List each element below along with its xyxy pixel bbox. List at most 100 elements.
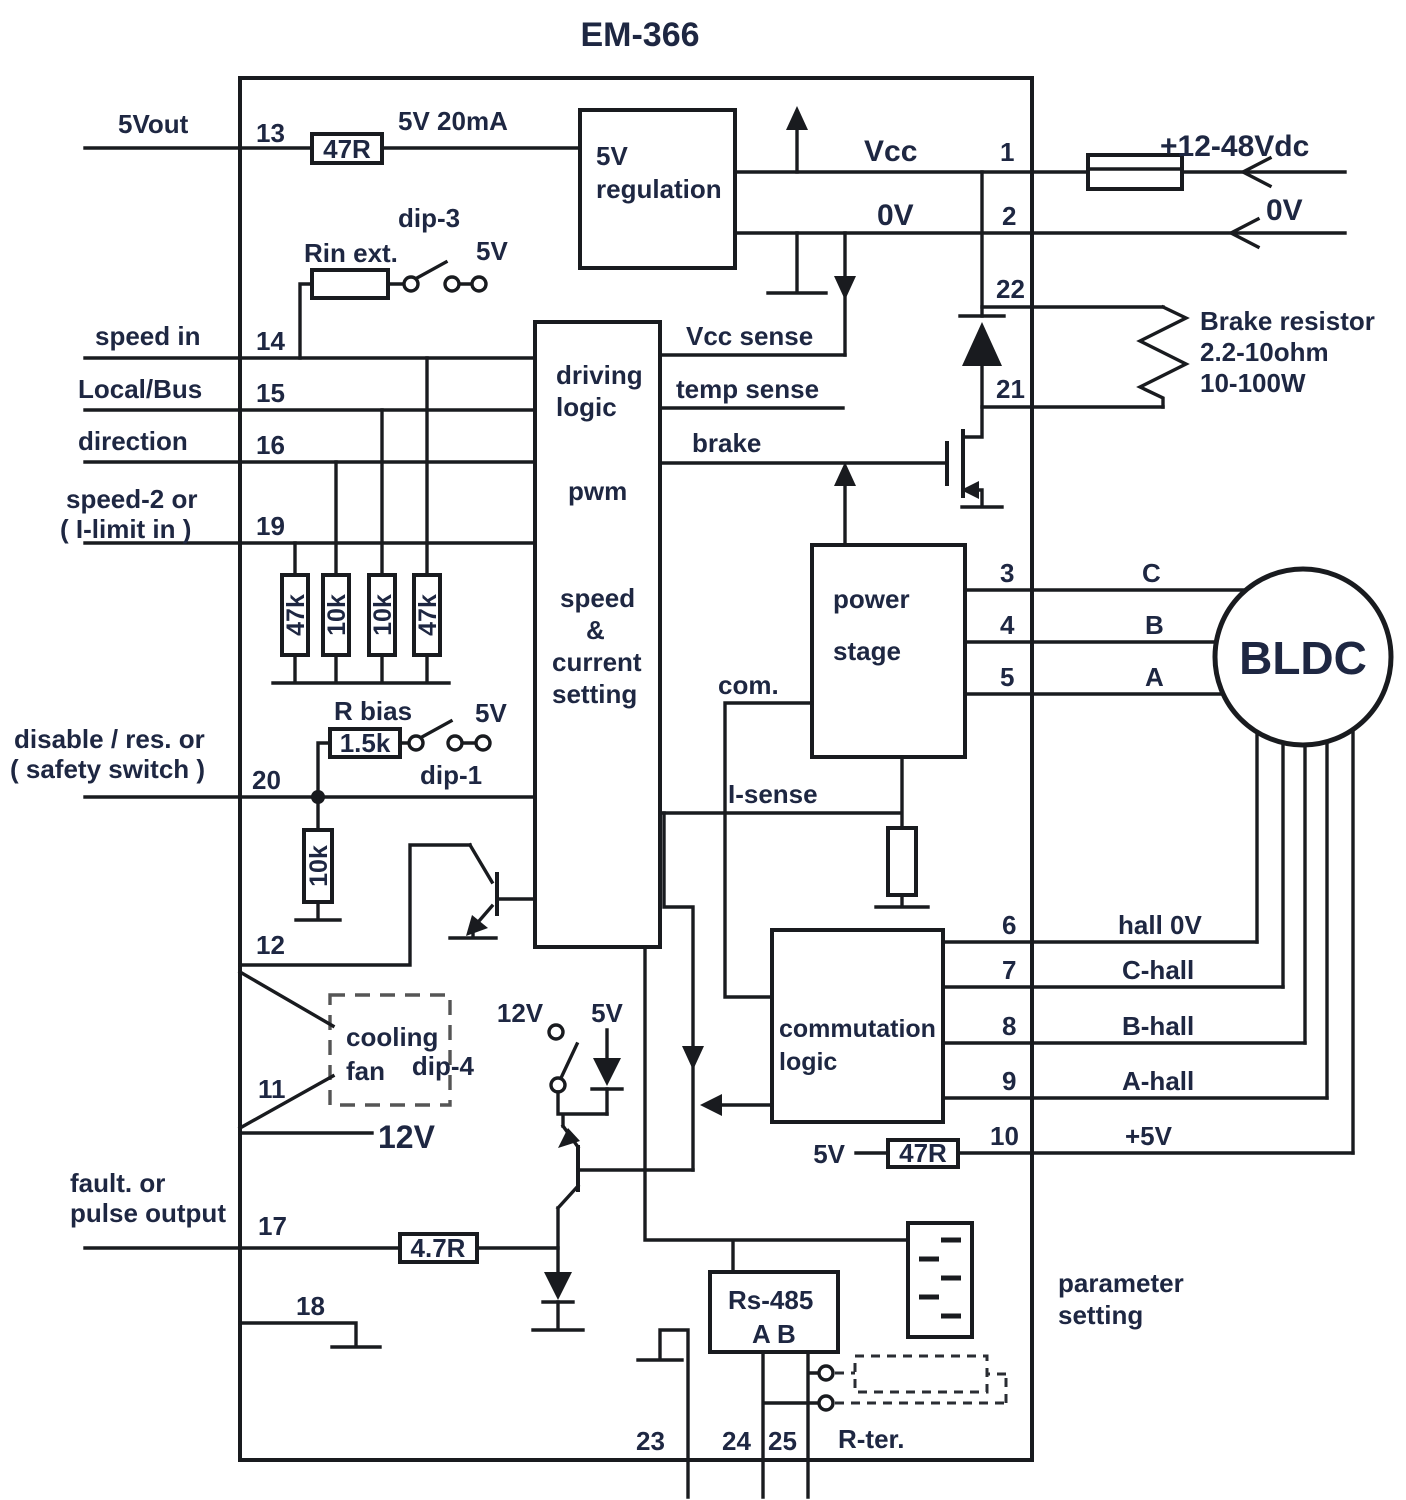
- label-hall-p5v: +5V: [1125, 1121, 1173, 1151]
- pin-16: 16: [256, 430, 285, 460]
- driving-logic-line1: driving: [556, 360, 643, 390]
- pin-24: 24: [722, 1426, 751, 1456]
- wire-diode-to-mosfet: [961, 364, 984, 439]
- block-commutation-line1: commutation: [779, 1015, 936, 1043]
- pin-15: 15: [256, 378, 285, 408]
- pin-3: 3: [1000, 558, 1014, 588]
- out-transistor-lower: [531, 1183, 585, 1332]
- pin-19: 19: [256, 511, 285, 541]
- block-power-stage-line1: power: [833, 584, 910, 614]
- dip3-contact-2: [443, 275, 461, 293]
- wire-r20-ground: [294, 795, 342, 922]
- power-section: power stage 3 4 5 C B A BLDC I-sense com…: [660, 462, 1394, 1155]
- label-vdc: +12-48Vdc: [1160, 130, 1309, 163]
- label-temp-sense: temp sense: [676, 374, 819, 404]
- bldc-motor: [1212, 566, 1394, 748]
- dip4-lever-icon: [558, 1041, 580, 1081]
- label-i-sense: I-sense: [728, 779, 818, 809]
- brake-resistor-zigzag-icon: [1136, 304, 1190, 409]
- wire-pin18-ground: [238, 1321, 382, 1349]
- dip3-lever-icon: [414, 259, 449, 281]
- ground-bank-icon: [271, 653, 451, 685]
- ground-0v-icon: [766, 231, 828, 295]
- block-rs485: [708, 1270, 840, 1354]
- diode-brake-icon: [962, 322, 1002, 366]
- pin-1: 1: [1000, 137, 1014, 167]
- label-dip1-5v: 5V: [475, 698, 507, 728]
- driving-logic-line7: setting: [552, 679, 637, 709]
- output-section: 12V 5V dip-4 4.7R fault. or pulse output…: [70, 811, 704, 1349]
- brake-chain: 22 21 Brake resistor 2.2-10ohm 10-100W: [945, 170, 1375, 509]
- label-brake: brake: [692, 428, 761, 458]
- dip1-contact-3: [474, 734, 492, 752]
- wire-i-sense: [660, 755, 930, 909]
- label-fault-line1: fault. or: [70, 1168, 165, 1198]
- arrow-up2-icon: [834, 462, 856, 486]
- resistor-10k-1-label: 10k: [323, 594, 351, 636]
- wire-inputs: [83, 356, 537, 545]
- pin-10: 10: [990, 1121, 1019, 1151]
- param-connector: [906, 1221, 974, 1339]
- bottom-section: Rs-485 A B R-ter. 23 24 25 parameter set…: [636, 945, 1184, 1499]
- label-fault-line2: pulse output: [70, 1198, 226, 1228]
- wire-pin12: [238, 843, 472, 967]
- block-driving-logic: [533, 320, 662, 949]
- rs485-line1: Rs-485: [728, 1285, 813, 1315]
- label-0v: 0V: [877, 199, 914, 232]
- resistor-10k-2: [367, 573, 397, 657]
- label-dip4-12v: 12V: [497, 998, 544, 1028]
- out-transistor-arrow-icon: [558, 1128, 580, 1148]
- pin-8: 8: [1002, 1011, 1016, 1041]
- label-brake-resistor-2: 2.2-10ohm: [1200, 337, 1329, 367]
- top-section: 47R 5Vout 13 5V 20mA 5V regulation +12-4…: [83, 106, 1347, 465]
- wire-fan-diag-bottom: [237, 1073, 336, 1131]
- label-5vout: 5Vout: [118, 109, 189, 139]
- driving-logic-section: driving logic pwm speed & current settin…: [533, 320, 662, 949]
- block-5v-regulation-line1: 5V: [596, 141, 628, 171]
- wire-rs485-ab: [761, 1350, 819, 1499]
- pin-14: 14: [256, 326, 285, 356]
- label-dip1: dip-1: [420, 760, 482, 790]
- fan-section: 12 cooling fan 11 12V: [237, 842, 537, 1155]
- label-hall0v: hall 0V: [1118, 910, 1202, 940]
- resistor-10k-pin20: [302, 828, 334, 904]
- arrow-left-icon: [700, 1094, 722, 1116]
- pin-23: 23: [636, 1426, 665, 1456]
- label-dip4-5v: 5V: [591, 998, 623, 1028]
- pin-18: 18: [296, 1291, 325, 1321]
- label-brake-resistor-1: Brake resistor: [1200, 306, 1375, 336]
- label-chall: C-hall: [1122, 955, 1194, 985]
- wire-rter-dashed: [835, 1371, 1008, 1405]
- pin-4: 4: [1000, 610, 1015, 640]
- pin-20: 20: [252, 765, 281, 795]
- block-5v-regulation: [578, 108, 737, 270]
- resistor-47r-hall-label: 47R: [899, 1138, 947, 1168]
- arrow-0v-in-icon: [1227, 216, 1261, 250]
- label-phase-a: A: [1145, 662, 1164, 692]
- page-title: EM-366: [580, 16, 699, 54]
- arrow-vdc-in-icon: [1239, 155, 1273, 189]
- wire-pin23-ground: [636, 1328, 690, 1499]
- label-ahall: A-hall: [1122, 1066, 1194, 1096]
- label-vcc: Vcc: [864, 135, 917, 168]
- module-boundary: [238, 76, 1034, 1462]
- wire-dip4-node: [556, 1090, 609, 1128]
- diode-dip4-icon: [593, 1058, 621, 1086]
- block-power-stage-line2: stage: [833, 636, 901, 666]
- pin-22: 22: [996, 274, 1025, 304]
- label-speed2-line1: speed-2 or: [66, 484, 198, 514]
- fan-transistor-arrow-icon: [466, 915, 488, 936]
- resistor-4r7: [398, 1232, 479, 1264]
- wire-com: [723, 701, 814, 999]
- label-disable-line2: ( safety switch ): [10, 754, 205, 784]
- diode-out-icon: [544, 1272, 572, 1300]
- input-section: speed in Local/Bus direction speed-2 or …: [60, 203, 537, 685]
- arrow-up-icon: [786, 106, 808, 130]
- fuse: [1086, 153, 1184, 191]
- label-direction: direction: [78, 426, 188, 456]
- wire-fan-diag-top: [237, 969, 336, 1029]
- block-commutation-line2: logic: [779, 1048, 837, 1076]
- dip3-contact-1: [402, 275, 420, 293]
- resistor-10k-2-label: 10k: [369, 594, 397, 636]
